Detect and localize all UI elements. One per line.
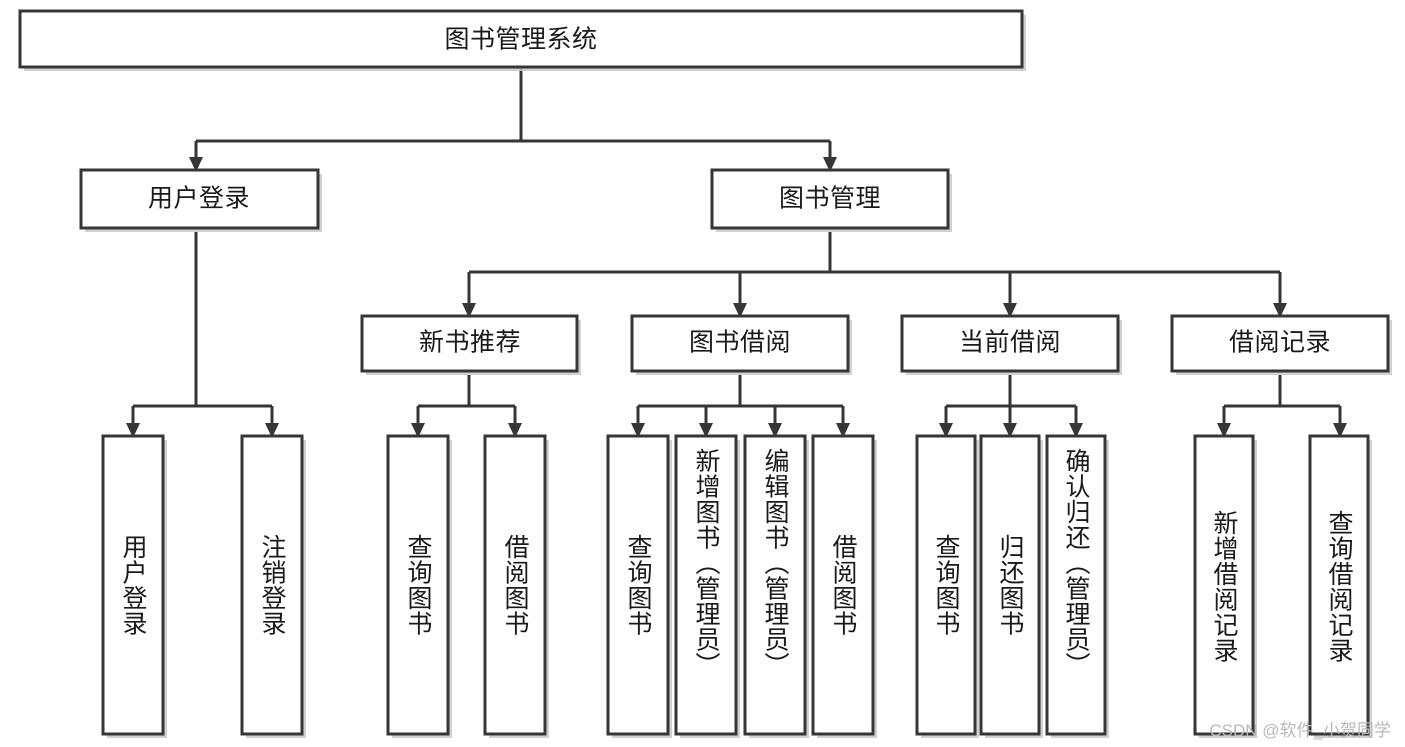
node-book-borrow[interactable]: 图书借阅 — [630, 314, 852, 375]
leaf-box — [240, 434, 304, 736]
leaf-label: 借阅图书 — [829, 534, 858, 636]
leaf-borrow-record-query[interactable]: 查询借阅记录 — [1308, 434, 1372, 738]
node-root-system[interactable]: 图书管理系统 — [18, 9, 1026, 71]
leaf-current-borrow-query[interactable]: 查询图书 — [915, 434, 979, 738]
leaf-box — [811, 434, 875, 736]
borrow-record-box — [1170, 314, 1390, 373]
leaf-label: 查询借阅记录 — [1325, 510, 1354, 663]
leaf-label: 用户登录 — [119, 534, 148, 636]
arrowhead-cb-leaf-1 — [939, 423, 953, 438]
borrow-record-label: 借阅记录 — [1229, 329, 1331, 357]
leaf-label: 新增借阅记录 — [1210, 510, 1239, 663]
leaf-label: 新增图书（管理员） — [692, 448, 721, 678]
arrowhead-borrow-record — [1273, 303, 1287, 318]
leaf-box — [979, 434, 1041, 736]
arrowhead-cb-leaf-2 — [1003, 423, 1017, 438]
node-book-management[interactable]: 图书管理 — [710, 168, 952, 232]
leaf-label: 查询图书 — [932, 534, 961, 636]
leaf-user-login-login[interactable]: 用户登录 — [101, 434, 167, 738]
arrowhead-book-borrow — [733, 303, 747, 318]
arrowhead-bb-leaf-3 — [768, 423, 782, 438]
leaf-label: 查询图书 — [624, 534, 653, 636]
arrowhead-nb-leaf-2 — [508, 423, 522, 438]
node-user-login[interactable]: 用户登录 — [79, 168, 322, 232]
arrowhead-bb-leaf-1 — [631, 423, 645, 438]
leaf-box — [915, 434, 977, 736]
leaf-borrow-record-add[interactable]: 新增借阅记录 — [1193, 434, 1257, 738]
arrowhead-nb-leaf-1 — [411, 423, 425, 438]
book-management-box — [710, 168, 950, 230]
arrowhead-book-mgmt — [823, 157, 837, 172]
leaf-label: 注销登录 — [258, 534, 287, 636]
leaf-book-borrow-query[interactable]: 查询图书 — [606, 434, 672, 738]
leaf-box — [743, 434, 807, 736]
user-login-label: 用户登录 — [148, 185, 250, 213]
leaf-current-borrow-return[interactable]: 归还图书 — [979, 434, 1043, 738]
current-borrow-box — [900, 314, 1120, 373]
arrowhead-br-leaf-2 — [1333, 423, 1347, 438]
leaf-new-book-borrow[interactable]: 借阅图书 — [483, 434, 549, 738]
book-management-label: 图书管理 — [779, 185, 881, 213]
arrowhead-leaf-logout — [265, 423, 279, 438]
user-login-box — [79, 168, 320, 230]
arrowhead-bb-leaf-2 — [699, 423, 713, 438]
new-book-recommend-label: 新书推荐 — [419, 329, 521, 357]
arrowhead-bb-leaf-4 — [836, 423, 850, 438]
node-borrow-record[interactable]: 借阅记录 — [1170, 314, 1392, 375]
edge-layer — [126, 67, 1347, 438]
leaf-box — [483, 434, 547, 736]
leaf-current-borrow-confirm[interactable]: 确认归还（管理员） — [1045, 434, 1109, 738]
leaf-book-borrow-borrow[interactable]: 借阅图书 — [811, 434, 877, 738]
arrowhead-current-borrow — [1003, 303, 1017, 318]
arrowhead-user-login — [189, 157, 203, 172]
current-borrow-label: 当前借阅 — [959, 329, 1061, 357]
new-book-recommend-box — [360, 314, 579, 373]
node-new-book-recommend[interactable]: 新书推荐 — [360, 314, 581, 375]
root-box — [18, 9, 1024, 69]
leaf-new-book-query[interactable]: 查询图书 — [386, 434, 452, 738]
leaf-box — [674, 434, 738, 736]
book-borrow-label: 图书借阅 — [689, 329, 791, 357]
leaf-label: 编辑图书（管理员） — [761, 448, 790, 678]
leaf-box — [101, 434, 165, 736]
arrowhead-new-book — [462, 303, 476, 318]
arrowhead-leaf-user-login — [126, 423, 140, 438]
node-current-borrow[interactable]: 当前借阅 — [900, 314, 1122, 375]
leaf-book-borrow-add[interactable]: 新增图书（管理员） — [674, 434, 740, 738]
root-label: 图书管理系统 — [444, 26, 597, 54]
leaf-user-login-logout[interactable]: 注销登录 — [240, 434, 306, 738]
arrowhead-cb-leaf-3 — [1069, 423, 1083, 438]
leaf-box — [1045, 434, 1107, 736]
leaf-label: 归还图书 — [996, 534, 1025, 636]
leaf-box — [606, 434, 670, 736]
arrowhead-br-leaf-1 — [1217, 423, 1231, 438]
leaf-book-borrow-edit[interactable]: 编辑图书（管理员） — [743, 434, 809, 738]
leaf-box — [1193, 434, 1255, 736]
leaf-box — [1308, 434, 1370, 736]
leaf-box — [386, 434, 450, 736]
leaf-label: 借阅图书 — [501, 534, 530, 636]
book-borrow-box — [630, 314, 850, 373]
leaf-label: 查询图书 — [404, 534, 433, 636]
leaf-label: 确认归还（管理员） — [1062, 448, 1091, 678]
